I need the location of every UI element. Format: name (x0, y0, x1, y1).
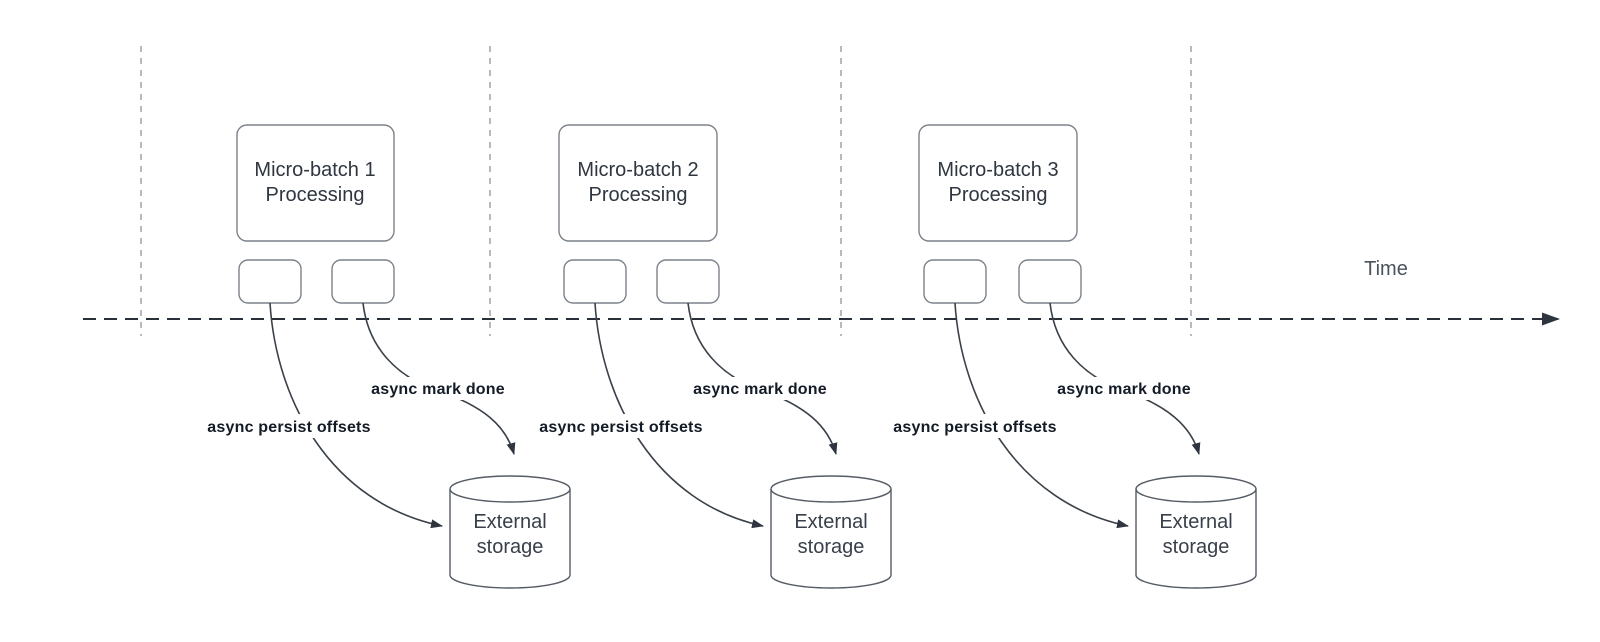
async-persist-offsets-arrow-2 (594, 302, 764, 529)
external-storage-cylinder-3 (1135, 475, 1257, 589)
external-storage-label-2-line1: External (794, 511, 867, 533)
async-mark-done-label-3: async mark done (1057, 381, 1191, 398)
microbatch-1-persist-task-box (238, 259, 302, 304)
microbatch-3-processing-box (918, 124, 1078, 242)
microbatch-2-processing-label-line2: Processing (589, 184, 688, 206)
async-persist-offsets-label-bg-3 (885, 414, 1065, 438)
async-mark-done-label-bg-1 (363, 377, 513, 400)
microbatch-3-persist-task-box (923, 259, 987, 304)
microbatch-1-mark-done-task-box (331, 259, 395, 304)
microbatch-2-processing-box (558, 124, 718, 242)
external-storage-label-1-line2: storage (477, 536, 544, 558)
external-storage-label-1-line1: External (473, 511, 546, 533)
time-axis-label: Time (1364, 258, 1408, 280)
microbatch-2-group: Micro-batch 2 Processing External storag… (531, 124, 892, 589)
external-storage-cylinder-2 (770, 475, 892, 589)
external-storage-label-2-line2: storage (798, 536, 865, 558)
microbatch-2-persist-task-box (563, 259, 627, 304)
external-storage-cylinder-2-rim (770, 488, 892, 503)
external-storage-label-3-line2: storage (1163, 536, 1230, 558)
microbatch-3-processing-label-line2: Processing (949, 184, 1048, 206)
async-mark-done-label-2: async mark done (693, 381, 827, 398)
async-persist-offsets-label-bg-2 (531, 414, 711, 438)
external-storage-cylinder-3-rim (1135, 488, 1257, 503)
async-mark-done-label-1: async mark done (371, 381, 505, 398)
async-mark-done-label-bg-2 (685, 377, 835, 400)
microbatch-3-mark-done-task-box (1018, 259, 1082, 304)
microbatch-2-processing-label-line1: Micro-batch 2 (577, 159, 698, 181)
async-persist-offsets-arrow-3 (954, 302, 1129, 529)
async-persist-offsets-arrow-1 (269, 302, 443, 529)
microbatch-1-processing-box (236, 124, 395, 242)
microbatch-2-mark-done-task-box (656, 259, 720, 304)
microbatch-1-processing-label-line1: Micro-batch 1 (254, 159, 375, 181)
microbatch-1-group: Micro-batch 1 Processing External storag… (199, 124, 571, 589)
microbatch-3-group: Micro-batch 3 Processing External storag… (885, 124, 1257, 589)
external-storage-label-3-line1: External (1159, 511, 1232, 533)
async-persist-offsets-label-bg-1 (199, 414, 379, 438)
external-storage-cylinder-1 (449, 475, 571, 589)
microbatch-3-processing-label-line1: Micro-batch 3 (937, 159, 1058, 181)
external-storage-cylinder-1-rim (449, 488, 571, 503)
async-persist-offsets-label-2: async persist offsets (539, 419, 702, 436)
async-persist-offsets-label-3: async persist offsets (893, 419, 1056, 436)
microbatch-1-processing-label-line2: Processing (266, 184, 365, 206)
async-mark-done-label-bg-3 (1049, 377, 1199, 400)
async-persist-offsets-label-1: async persist offsets (207, 419, 370, 436)
